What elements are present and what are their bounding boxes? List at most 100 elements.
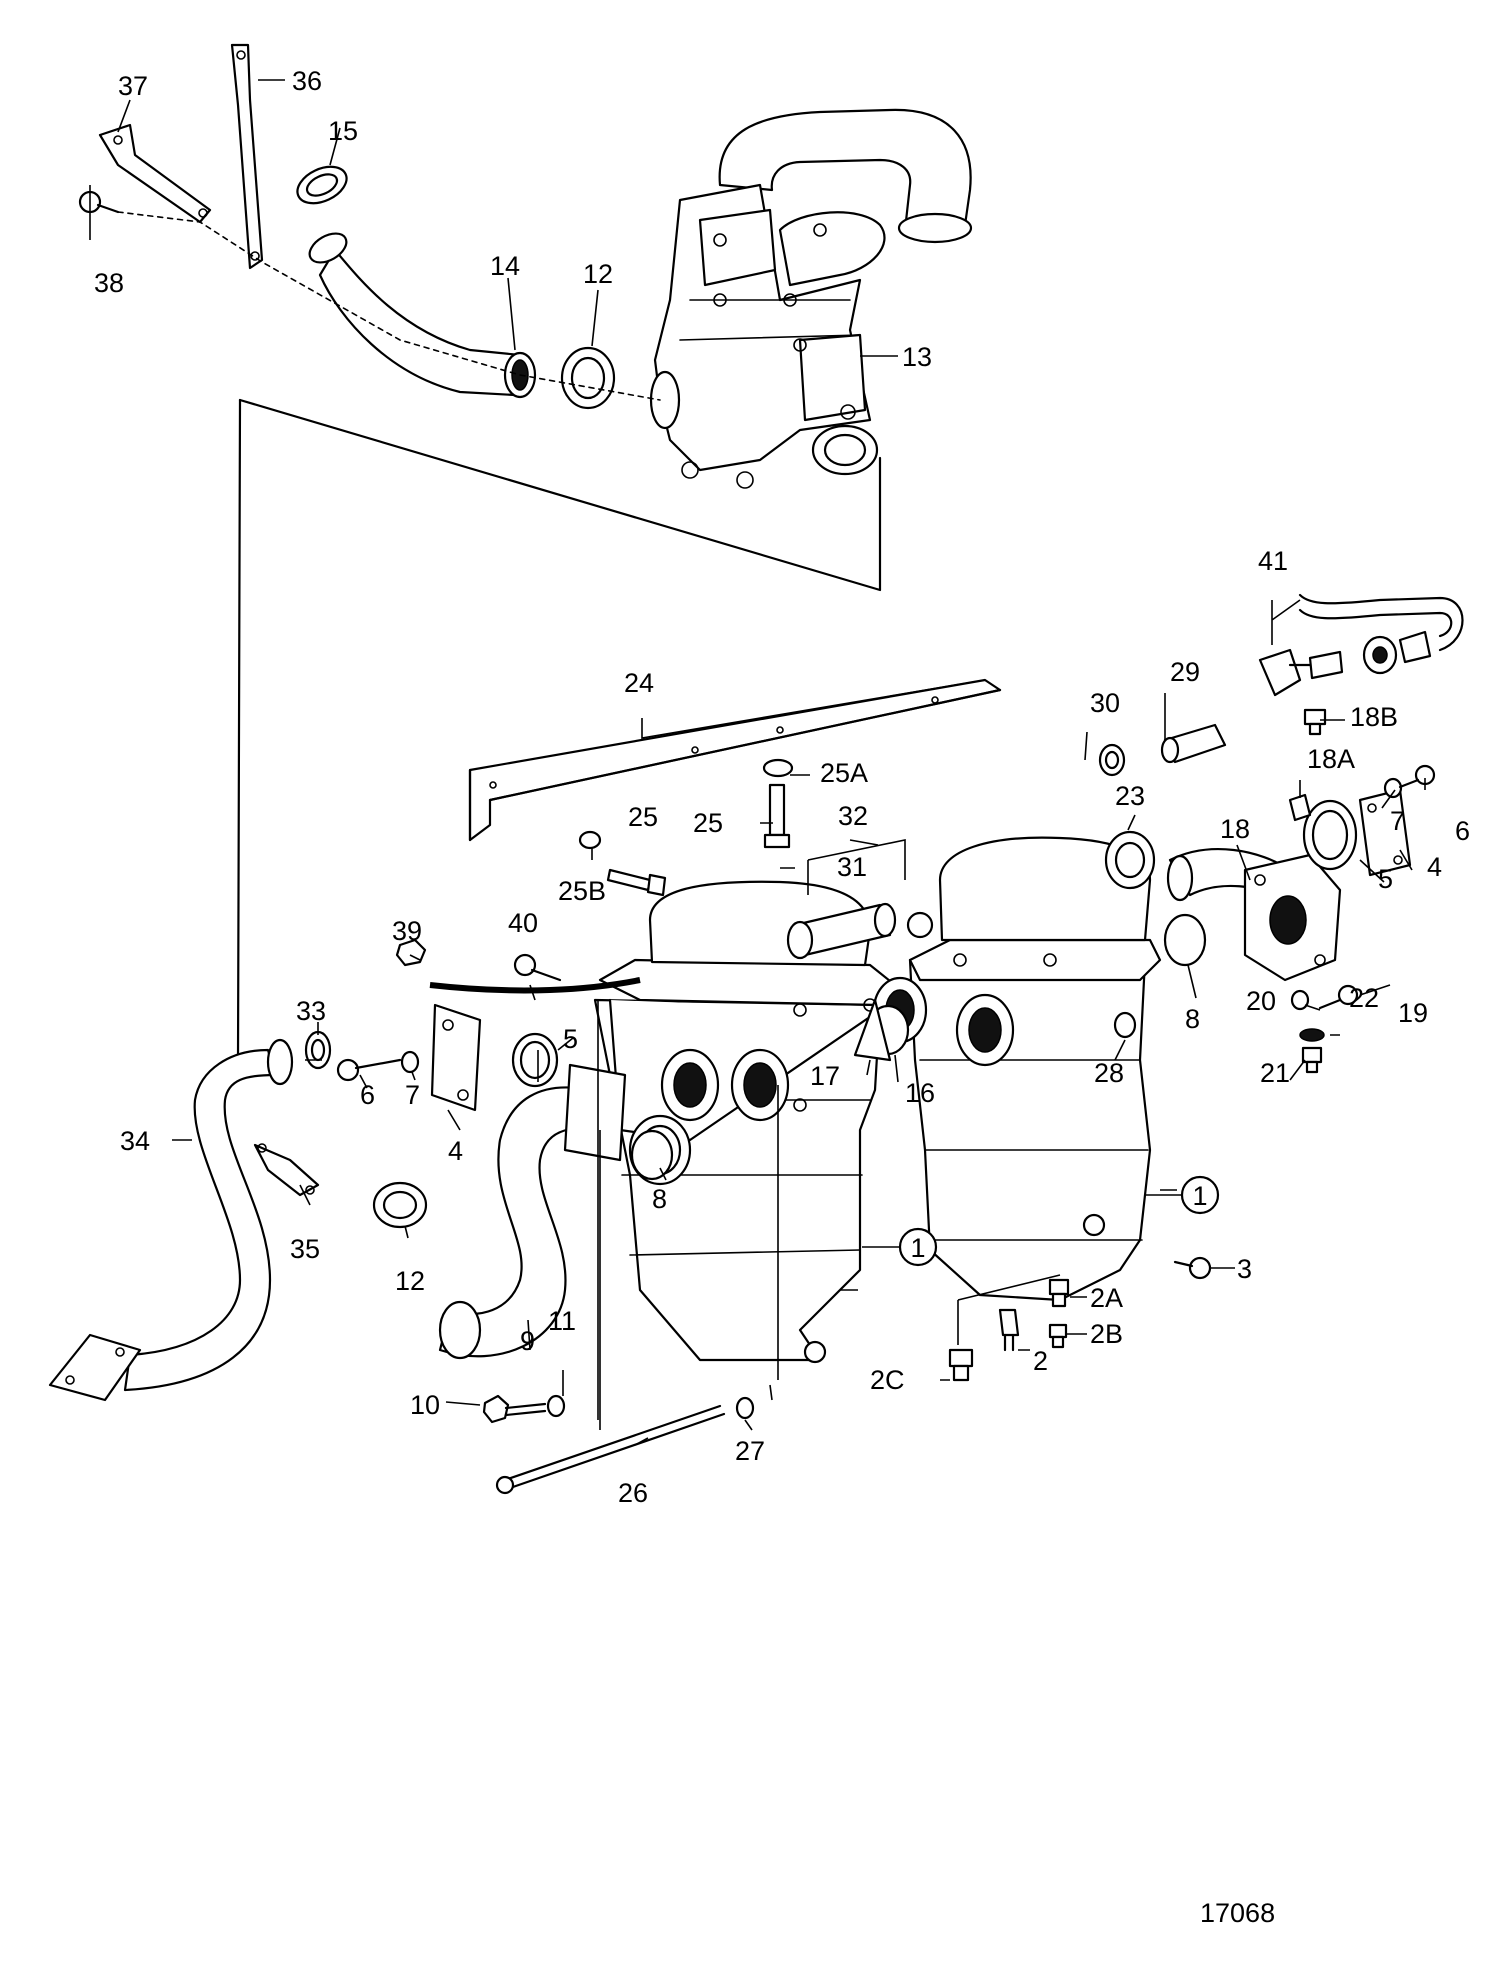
label-10: 10 [410,1390,440,1420]
heat-exchanger-13 [649,108,973,489]
ring-12-top [560,346,616,410]
label-18b: 18B [1350,702,1398,732]
plug-18a [1288,793,1312,822]
leader-lines [89,79,1426,1446]
clamp-ring-15 [296,165,348,205]
bracket-36 [230,43,264,270]
label-3: 3 [1237,1254,1252,1284]
part-labels: 36 37 38 15 14 12 13 24 25A 25 25 25B 32… [94,66,1470,1928]
label-27: 27 [735,1436,765,1466]
washer-33 [304,1030,332,1070]
label-23: 23 [1115,781,1145,811]
label-39: 39 [392,916,422,946]
label-34: 34 [120,1126,150,1156]
bolt-25-lower [578,830,667,897]
plug-21 [1301,1046,1323,1074]
bolt-6-left [336,1058,402,1082]
label-11: 11 [548,1306,576,1336]
callout-1-right: 1 [1145,1175,1220,1215]
bolt-25-upper [762,758,794,849]
label-33: 33 [296,996,326,1026]
bolt-38 [78,190,120,214]
ring-23 [1104,830,1156,890]
label-7-left: 7 [405,1080,420,1110]
label-17: 17 [810,1061,840,1091]
label-18a: 18A [1307,744,1355,774]
plug-2c [948,1348,974,1382]
label-19: 19 [1398,998,1428,1028]
label-2: 2 [1033,1346,1048,1376]
label-7-right: 7 [1390,806,1405,836]
label-20: 20 [1246,986,1276,1016]
callout-1-right-label: 1 [1192,1181,1207,1211]
pipe-9 [438,1063,627,1360]
screw-40 [513,953,562,982]
ring-22 [1299,1028,1325,1042]
label-24: 24 [624,668,654,698]
gasket-5-right [1302,799,1358,871]
label-25b: 25B [558,876,606,906]
label-41: 41 [1258,546,1288,576]
label-26: 26 [618,1478,648,1508]
label-40: 40 [508,908,538,938]
bolt-19 [1318,984,1359,1010]
label-5-left: 5 [563,1024,578,1054]
label-28: 28 [1094,1058,1124,1088]
plug-2 [998,1308,1020,1352]
label-6-right: 6 [1455,816,1470,846]
label-8-left: 8 [652,1184,667,1214]
label-2a: 2A [1090,1283,1123,1313]
plug-3 [1173,1256,1212,1280]
label-18: 18 [1220,814,1250,844]
bracket-37 [98,123,212,224]
label-8-right: 8 [1185,1004,1200,1034]
label-2c: 2C [870,1365,905,1395]
angle-bar-24 [468,678,1002,842]
plug-2b [1048,1323,1068,1349]
label-25-upper: 25 [693,808,723,838]
label-2b: 2B [1090,1319,1123,1349]
washer-20 [1290,989,1310,1011]
stud-26 [495,1404,726,1495]
label-37: 37 [118,71,148,101]
gasket-8-left [630,1129,674,1181]
label-32: 32 [838,801,868,831]
label-25-lower: 25 [628,802,658,832]
label-6-left: 6 [360,1080,375,1110]
gasket-17 [853,998,892,1062]
label-29: 29 [1170,657,1200,687]
bolt-6-right [1398,764,1436,789]
label-13: 13 [902,342,932,372]
label-4-left: 4 [448,1136,463,1166]
callout-1-left: 1 [862,1227,938,1267]
washer-7-left [400,1050,420,1074]
label-4-right: 4 [1427,852,1442,882]
plug-18b [1303,708,1327,736]
figure-number: 17068 [1200,1898,1275,1928]
label-22: 22 [1349,983,1379,1013]
plug-28 [1113,1011,1137,1039]
label-15: 15 [328,116,358,146]
callout-1-left-label: 1 [910,1233,925,1263]
label-16: 16 [905,1078,935,1108]
ring-12-left [372,1181,428,1229]
flange-plate-4-left [430,1003,482,1112]
label-12-left: 12 [395,1266,425,1296]
washer-27 [735,1396,755,1420]
gasket-5-left [511,1032,559,1088]
ring-30 [1098,743,1126,777]
label-9: 9 [520,1326,535,1356]
gasket-8-right [1163,913,1207,967]
label-30: 30 [1090,688,1120,718]
label-31: 31 [837,852,867,882]
plug-2a [1048,1278,1070,1308]
label-38: 38 [94,268,124,298]
label-21: 21 [1260,1058,1290,1088]
connector-31 [786,902,934,960]
sensor-assembly-41 [1258,593,1464,697]
washer-7-right [1383,777,1403,799]
bolt-10 [482,1394,547,1424]
label-25a: 25A [820,758,868,788]
label-35: 35 [290,1234,320,1264]
